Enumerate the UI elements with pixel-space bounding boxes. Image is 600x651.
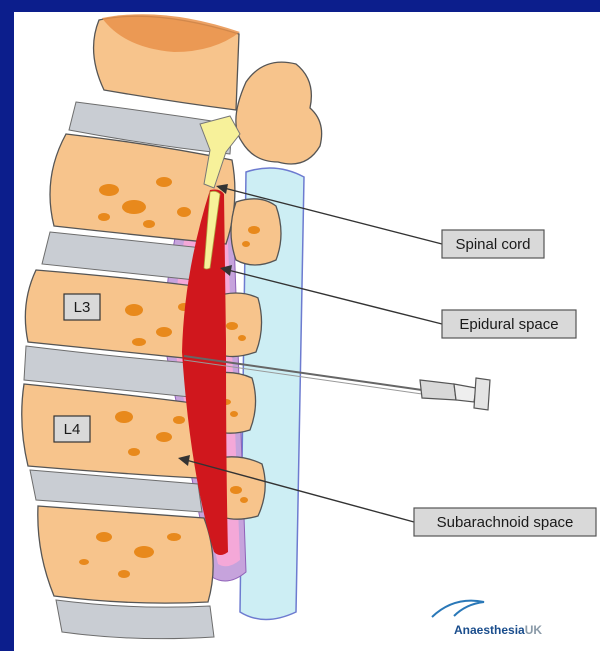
disc-5: [56, 600, 214, 639]
vertebra-label-l3: L3: [64, 294, 100, 320]
diagram-canvas: Spinal cord Epidural space Subarachnoid …: [14, 12, 600, 651]
vertebra-label-l4: L4: [54, 416, 90, 442]
lumbar-spine-illustration: Spinal cord Epidural space Subarachnoid …: [14, 12, 600, 651]
logo-name: Anaesthesia: [454, 623, 525, 637]
logo-suffix: UK: [525, 623, 543, 637]
spinal-cord-label: Spinal cord: [455, 236, 530, 253]
svg-text:AnaesthesiaUK: AnaesthesiaUK: [454, 623, 542, 637]
logo-swoosh-icon: [432, 601, 484, 617]
label-epidural-space: Epidural space: [442, 310, 576, 338]
epidural-space-label: Epidural space: [459, 316, 558, 333]
anaesthesia-uk-logo: AnaesthesiaUK: [432, 601, 542, 637]
label-spinal-cord: Spinal cord: [442, 230, 544, 258]
vertebra-5: [38, 506, 213, 603]
l4-label: L4: [64, 421, 81, 438]
label-subarachnoid-space: Subarachnoid space: [414, 508, 596, 536]
subarachnoid-space-label: Subarachnoid space: [437, 514, 574, 531]
l3-label: L3: [74, 299, 91, 316]
